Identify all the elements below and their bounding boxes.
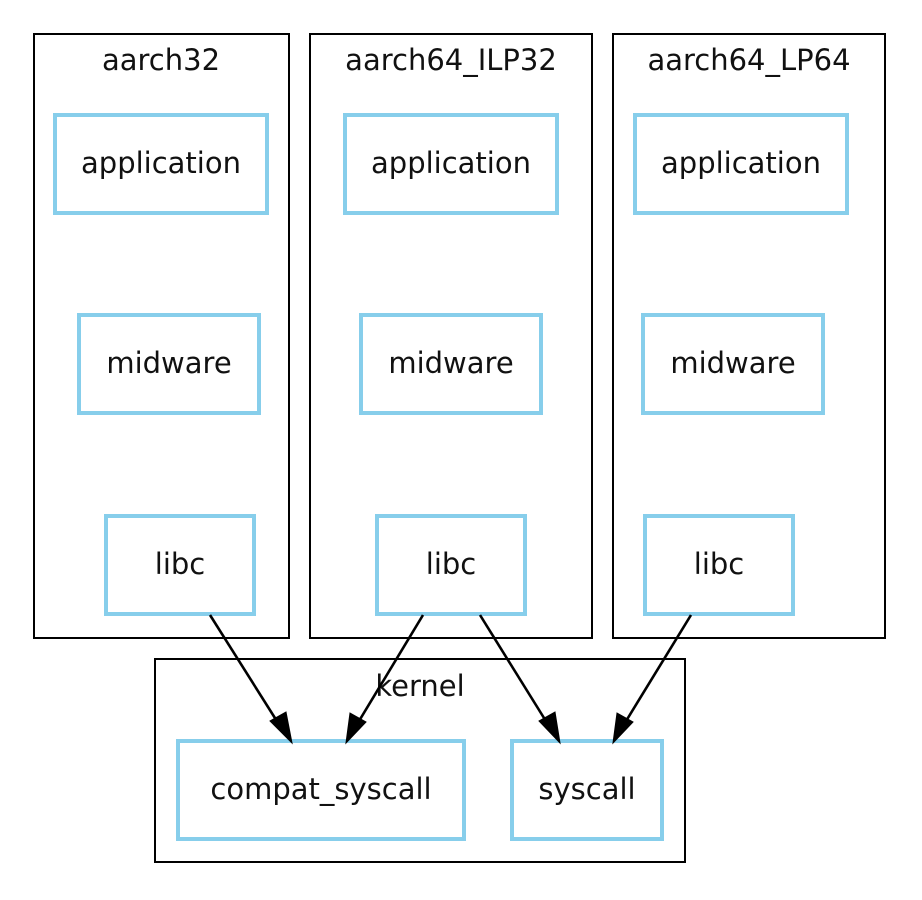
- ilp32-libc-label: libc: [426, 547, 476, 581]
- aarch32-application-node[interactable]: [53, 113, 269, 215]
- lp64-libc-node[interactable]: [643, 514, 795, 616]
- lp64-application-node[interactable]: [633, 113, 849, 215]
- kernel-compat-syscall-node[interactable]: [176, 739, 466, 841]
- kernel-syscall-node[interactable]: [510, 739, 664, 841]
- aarch32-application-label: application: [81, 146, 241, 180]
- ilp32-libc-node[interactable]: [375, 514, 527, 616]
- lp64-midware-label: midware: [670, 346, 795, 380]
- edge-ilp32-libc-to-syscall: [478, 614, 551, 727]
- lp64-libc-label: libc: [694, 547, 744, 581]
- cluster-aarch64-lp64-title: aarch64_LP64: [647, 43, 850, 77]
- kernel-syscall-label: syscall: [538, 772, 635, 806]
- lp64-application-label: application: [661, 146, 821, 180]
- cluster-kernel: kernel compat_syscall syscall: [154, 658, 686, 863]
- aarch32-libc-label: libc: [155, 547, 205, 581]
- ilp32-application-label: application: [371, 146, 531, 180]
- lp64-midware-node[interactable]: [641, 313, 825, 415]
- cluster-kernel-title: kernel: [375, 669, 464, 703]
- ilp32-midware-node[interactable]: [359, 313, 543, 415]
- ilp32-application-node[interactable]: [343, 113, 559, 215]
- arrowhead-compat-syscall-from-ilp32: [345, 712, 367, 745]
- arrowhead-compat-syscall-from-aarch32: [269, 711, 293, 745]
- edges: [208, 614, 693, 745]
- ilp32-midware-label: midware: [388, 346, 513, 380]
- cluster-aarch64-ilp32: aarch64_ILP32 application midware libc: [309, 33, 593, 639]
- aarch32-midware-label: midware: [106, 346, 231, 380]
- arrowhead-syscall-from-lp64: [612, 712, 634, 745]
- edge-ilp32-libc-to-compat-syscall: [354, 614, 425, 727]
- edge-lp64-libc-to-syscall: [621, 614, 693, 727]
- aarch32-libc-node[interactable]: [104, 514, 256, 616]
- arrowhead-syscall-from-ilp32: [538, 711, 561, 745]
- cluster-aarch64-ilp32-title: aarch64_ILP32: [345, 43, 557, 77]
- cluster-aarch32-title: aarch32: [102, 43, 220, 77]
- cluster-aarch64-lp64: aarch64_LP64 application midware libc: [612, 33, 886, 639]
- aarch32-midware-node[interactable]: [77, 313, 261, 415]
- kernel-compat-syscall-label: compat_syscall: [210, 772, 431, 806]
- edge-aarch32-libc-to-compat-syscall: [208, 614, 282, 727]
- cluster-aarch32: aarch32 application midware libc: [33, 33, 290, 639]
